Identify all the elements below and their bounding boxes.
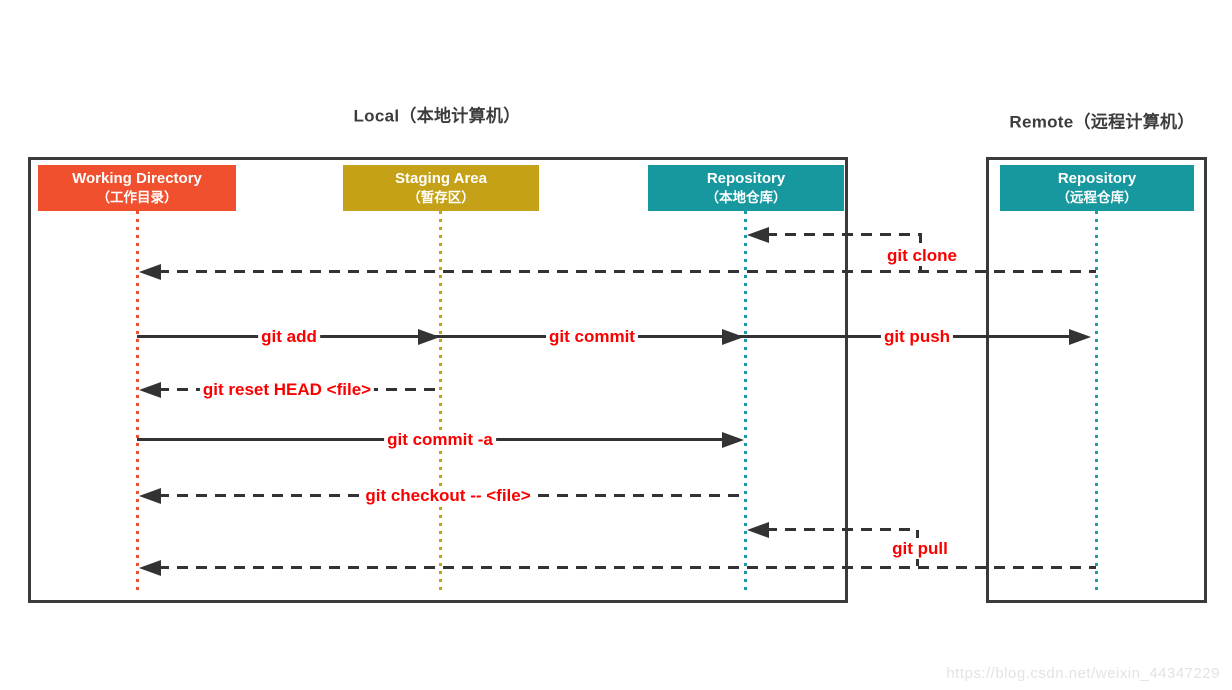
git-push-label: git push [880,327,954,347]
remote-section-title: Remote（远程计算机） [1009,112,1195,132]
right-arrowhead-icon [418,329,440,345]
git-pull-label: git pull [889,539,951,559]
participant-name: Repository [706,170,786,188]
left-arrowhead-icon [747,522,769,538]
participant-subtitle: （暂存区） [407,189,475,205]
participant-subtitle: （远程仓库） [1056,189,1138,205]
staging-area-box: Staging Area （暂存区） [343,165,539,211]
left-arrowhead-icon [139,264,161,280]
left-arrowhead-icon [139,382,161,398]
participant-name: Repository [1057,170,1137,188]
git-commit-a-label: git commit -a [384,430,496,450]
participant-subtitle: （工作目录） [96,189,178,205]
left-arrowhead-icon [139,560,161,576]
left-arrowhead-icon [747,227,769,243]
participant-name: Staging Area [395,170,487,188]
participant-subtitle: （本地仓库） [705,189,787,205]
git-commit-label: git commit [546,327,638,347]
pull-arrow-to-repo [766,528,918,531]
git-add-label: git add [258,327,320,347]
watermark-url: https://blog.csdn.net/weixin_44347229 [946,665,1220,682]
clone-arrow-to-wd [158,270,1096,273]
right-arrowhead-icon [1069,329,1091,345]
local-repository-lifeline [744,211,747,591]
working-directory-lifeline [136,211,139,591]
local-repository-box: Repository （本地仓库） [648,165,844,211]
remote-frame [986,157,1207,603]
git-checkout-label: git checkout -- <file> [362,486,534,506]
working-directory-box: Working Directory （工作目录） [38,165,236,211]
staging-area-lifeline [439,211,442,591]
local-section-title: Local（本地计算机） [353,106,521,126]
participant-name: Working Directory [72,170,202,188]
pull-arrow-to-wd [158,566,1096,569]
right-arrowhead-icon [722,329,744,345]
left-arrowhead-icon [139,488,161,504]
clone-arrow-to-repo [766,233,922,236]
local-frame [28,157,848,603]
git-reset-label: git reset HEAD <file> [199,380,375,400]
remote-repository-lifeline [1095,211,1098,591]
git-clone-label: git clone [884,246,960,266]
right-arrowhead-icon [722,432,744,448]
remote-repository-box: Repository （远程仓库） [1000,165,1194,211]
